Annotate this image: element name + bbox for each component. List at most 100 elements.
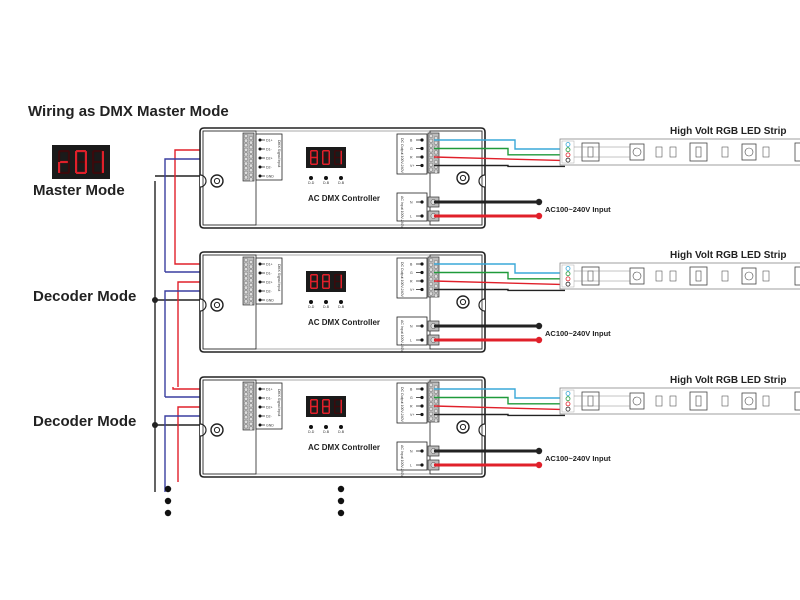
input-terminal-label: L — [410, 214, 412, 218]
segment-d — [310, 412, 318, 414]
terminal-screw-icon — [243, 299, 248, 304]
terminal-screw-icon — [429, 411, 434, 416]
mount-screw-right-center — [459, 174, 467, 182]
master-digit — [75, 150, 87, 174]
terminal-screw-icon — [243, 170, 248, 175]
segment-a — [322, 150, 330, 152]
control-button[interactable] — [324, 425, 328, 429]
output-wire-black — [434, 288, 565, 292]
segment-e — [92, 162, 95, 173]
device-label: AC DMX Controller — [308, 443, 380, 452]
display-digit — [334, 274, 342, 289]
strip-pad-icon — [565, 396, 571, 402]
strip-pad-icon — [565, 401, 571, 407]
terminal-pin-icon — [420, 387, 424, 391]
ic-mark — [632, 271, 642, 281]
terminal-pin-icon — [420, 404, 424, 408]
segment-c — [316, 157, 318, 165]
control-button[interactable] — [339, 425, 343, 429]
terminal-screw-icon — [248, 426, 253, 431]
control-button[interactable] — [309, 425, 313, 429]
control-button[interactable] — [309, 176, 313, 180]
terminal-screw-icon — [429, 397, 434, 402]
ic-mark — [744, 147, 754, 157]
segment-e — [58, 162, 61, 173]
segment-g — [310, 156, 318, 159]
terminal-pin-icon — [420, 146, 424, 151]
segment-a — [76, 150, 86, 153]
terminal-screw-icon — [429, 138, 434, 143]
segment-c — [316, 281, 318, 289]
control-button[interactable] — [324, 300, 328, 304]
terminal-pin-icon — [420, 214, 424, 218]
led-chip — [695, 146, 702, 158]
dmx-terminal-label: D1- — [266, 396, 272, 400]
segment-e — [322, 406, 324, 414]
segment-a — [322, 399, 330, 401]
control-button[interactable] — [309, 300, 313, 304]
terminal-screw-icon — [434, 385, 439, 390]
led-strip — [559, 387, 800, 415]
strip-label: High Volt RGB LED Strip — [670, 250, 786, 261]
output-terminal-label: V+ — [410, 413, 414, 417]
terminal-screw-icon — [434, 135, 439, 140]
dmx-terminal-block — [242, 256, 255, 306]
terminal-screw-icon — [429, 133, 434, 138]
strip-ic-icon — [741, 143, 757, 161]
continuation-dot-left — [164, 509, 172, 517]
output-terminal-label: B — [410, 387, 413, 391]
ac-live-end-icon — [535, 461, 543, 469]
terminal-screw-icon — [429, 407, 434, 412]
terminal-pin-icon — [420, 412, 424, 417]
ac-input-label: AC100~240V Input — [545, 329, 611, 338]
terminal-screw-icon — [429, 157, 434, 162]
strip-resistor-icon — [669, 270, 677, 282]
segment-c — [328, 406, 330, 414]
terminal-pin-icon — [420, 163, 424, 168]
terminal-screw-icon — [243, 262, 248, 267]
terminal-screw-icon — [243, 285, 248, 290]
output-terminal-block — [427, 381, 440, 423]
control-button[interactable] — [324, 176, 328, 180]
dmx-terminal-label: D1+ — [266, 387, 273, 391]
strip-pad-icon — [565, 281, 571, 287]
segment-a — [334, 399, 342, 401]
terminal-screw-icon — [243, 276, 248, 281]
strip-pad-icon — [565, 271, 571, 277]
display-digit — [334, 150, 342, 165]
device-label: AC DMX Controller — [308, 318, 380, 327]
segment-b — [316, 150, 318, 158]
terminal-pin-icon — [420, 463, 424, 467]
control-button[interactable] — [339, 300, 343, 304]
segment-e — [334, 406, 336, 414]
segment-g — [76, 160, 86, 164]
output-wire-red — [433, 156, 566, 162]
continuation-dot-left — [164, 497, 172, 505]
strip-pad-icon — [565, 276, 571, 282]
terminal-pin-icon — [420, 324, 424, 328]
continuation-dot-center — [337, 485, 345, 493]
ac-input-label: AC100~240V Input — [545, 454, 611, 463]
segment-b — [101, 151, 104, 162]
display-digit — [310, 150, 318, 165]
terminal-screw-icon — [429, 282, 434, 287]
terminal-screw-icon — [434, 418, 439, 423]
dmx-terminal-label: D2+ — [266, 156, 273, 160]
output-terminal-label: V+ — [410, 164, 414, 168]
terminal-screw-icon — [243, 383, 248, 388]
terminal-screw-icon — [248, 172, 253, 177]
terminal-screw-icon — [248, 421, 253, 426]
segment-c — [67, 162, 70, 173]
output-terminal-label: G — [410, 147, 413, 151]
terminal-screw-icon — [434, 274, 439, 279]
strip-resistor-icon — [655, 395, 663, 407]
input-block-label: AC Input 100V-240V — [400, 445, 404, 478]
segment-c — [101, 162, 104, 173]
control-button[interactable] — [339, 176, 343, 180]
output-terminal-label: B — [410, 138, 413, 142]
dmx-terminal-label: D1- — [266, 271, 272, 275]
output-terminal-label: B — [410, 262, 413, 266]
dmx-terminal-block — [242, 381, 255, 431]
